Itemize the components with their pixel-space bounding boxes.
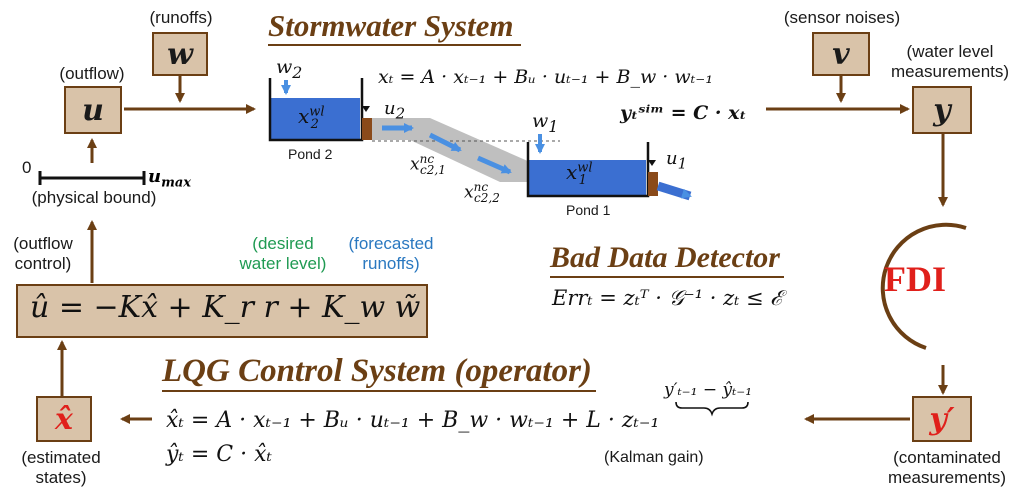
state-equation: xₜ = A · xₜ₋₁ + Bᵤ · uₜ₋₁ + B_w · wₜ₋₁ [378, 66, 713, 88]
caption-estimated-1: (estimated [21, 448, 101, 467]
pond2-state-label: xwl2 [298, 104, 325, 132]
measurement-block-y: y [912, 86, 972, 134]
lqg-estimate-equation: x̂ₜ = A · xₜ₋₁ + Bᵤ · uₜ₋₁ + B_w · wₜ₋₁ … [166, 408, 660, 433]
caption-desired-2: water level) [239, 254, 327, 273]
caption-water-level-2: measurements) [890, 62, 1010, 81]
caption-water-level-1: (water level [906, 42, 994, 61]
u1-label: u1 [666, 148, 688, 173]
xc22-label: xncc2,2 [464, 180, 500, 206]
caption-forecasted-1: (forecasted [348, 234, 434, 253]
yprime-symbol: y′ [929, 401, 955, 437]
innovation-brace [675, 401, 749, 417]
lqg-title: LQG Control System (operator) [162, 352, 596, 392]
bound-zero-label: 0 [22, 158, 32, 177]
caption-desired-1: (desired [252, 234, 314, 253]
caption-contaminated-2: measurements) [887, 468, 1007, 487]
bound-max-label: umax [148, 166, 192, 191]
xhat-symbol: x̂ [55, 401, 73, 437]
w-symbol: w [167, 36, 193, 72]
caption-runoffs: (runoffs) [149, 8, 213, 27]
caption-contaminated-1: (contaminated [893, 448, 1001, 467]
control-law-equation: û = −Kx̂ + K_r r + K_w w̃ [30, 290, 421, 325]
detector-title: Bad Data Detector [550, 240, 784, 278]
innovation-label: y′ₜ₋₁ − ŷₜ₋₁ [664, 380, 753, 400]
detector-equation: Errₜ = zₜᵀ · 𝒢⁻¹ · zₜ ≤ ℰ [552, 286, 783, 310]
pond2-label: Pond 2 [288, 146, 333, 162]
runoff-block-w: w [152, 32, 208, 76]
physical-bound-bar [38, 171, 146, 185]
kalman-gain-label: (Kalman gain) [604, 449, 704, 466]
caption-sensor-noises: (sensor noises) [783, 8, 901, 27]
fdi-loop-arrow [880, 222, 967, 350]
caption-forecasted-2: runoffs) [362, 254, 420, 273]
caption-physical-bound: (physical bound) [31, 188, 157, 207]
pond1-outflow-arrow [656, 181, 692, 201]
pond1-state-label: xwl1 [566, 160, 593, 188]
v-symbol: v [832, 36, 850, 72]
caption-outflow-control-2: control) [14, 254, 72, 273]
noise-block-v: v [812, 32, 870, 76]
pond-1 [526, 142, 658, 198]
estimate-block-xhat: x̂ [36, 396, 92, 442]
y-symbol: y [933, 92, 951, 128]
contaminated-block-yprime: y′ [912, 396, 972, 442]
pond-2 [268, 78, 372, 142]
w2-label: w2 [276, 56, 303, 82]
caption-outflow-control-1: (outflow [13, 234, 73, 253]
output-equation: yₜˢⁱᵐ = C · xₜ [620, 102, 747, 124]
pond1-label: Pond 1 [566, 202, 611, 218]
control-law-box [16, 284, 428, 338]
lqg-output-equation: ŷₜ = C · x̂ₜ [166, 442, 272, 467]
outflow-block-u: u [64, 86, 122, 134]
caption-estimated-2: states) [35, 468, 87, 487]
fdi-label: FDI [884, 259, 946, 299]
stormwater-title: Stormwater System [268, 8, 522, 46]
w1-label: w1 [532, 110, 559, 136]
caption-outflow: (outflow) [59, 64, 125, 83]
u2-label: u2 [384, 98, 406, 123]
u-symbol: u [82, 92, 104, 128]
xc21-label: xncc2,1 [410, 152, 446, 178]
